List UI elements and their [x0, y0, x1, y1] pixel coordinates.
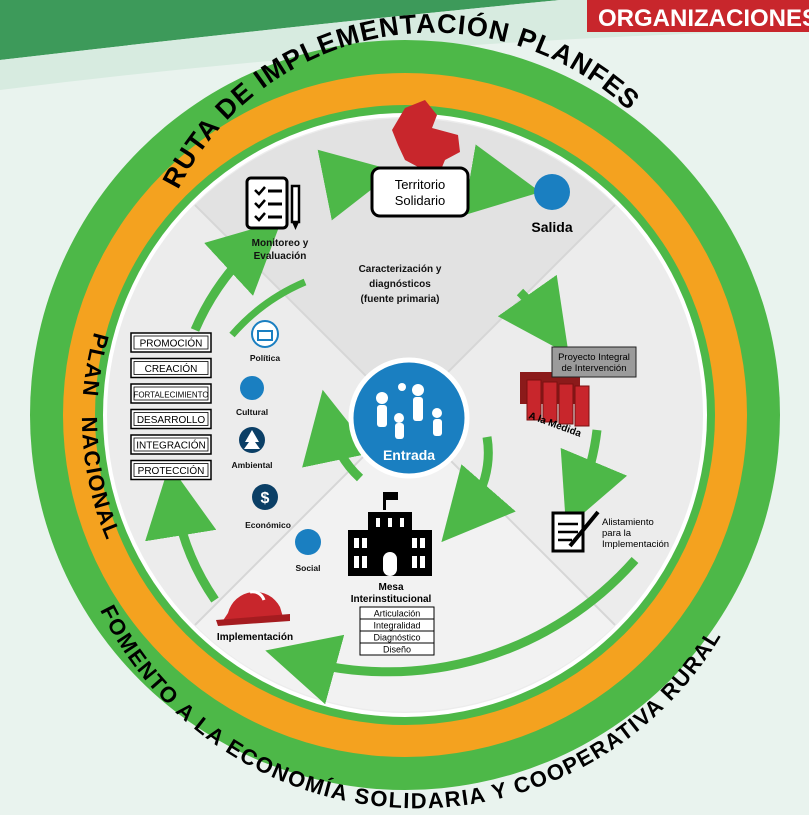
stage-box [130, 332, 212, 353]
background-swoosh [0, 0, 560, 60]
stage-label: PROTECCIÓN [138, 464, 205, 477]
entrada-label: Entrada [383, 447, 435, 463]
arrow-inner-swirl-right [441, 436, 516, 543]
arrow-implementacion-to-stages [145, 464, 219, 603]
dimension-label-3: Económico [245, 520, 291, 530]
dimension-label-2: Ambiental [231, 460, 272, 470]
mesa-item-label: Diagnóstico [373, 633, 420, 643]
monitoreo-label-2: Evaluación [254, 251, 307, 262]
caracterizacion-label-1: Caracterización y [359, 264, 442, 275]
stage-label: INTEGRACIÓN [136, 439, 205, 452]
arrow-proyecto-to-alistamiento [560, 429, 628, 529]
dollar-icon [252, 484, 278, 510]
stage-box-inner [133, 335, 209, 350]
document-pen-icon [551, 510, 600, 553]
stage-box [130, 408, 212, 430]
territorio-box [370, 166, 470, 218]
stage-box [130, 357, 212, 379]
alistamiento-label-1: Alistamiento [602, 517, 654, 528]
stage-label: FORTALECIMIENTO [133, 391, 208, 400]
stage-box-inner [133, 386, 209, 401]
entrada-circle [348, 357, 470, 479]
building-icon [348, 492, 432, 576]
arrow-inner-left [229, 278, 307, 338]
salida-dot [534, 174, 570, 210]
arrow-alistamiento-to-implementacion [265, 557, 639, 705]
stage-box [130, 383, 212, 404]
stage-label: DESARROLLO [137, 415, 206, 426]
group-icon [295, 529, 321, 555]
dimension-label-4: Social [295, 563, 320, 573]
corner-title: ORGANIZACIONES [598, 5, 809, 32]
stage-label: PROMOCIÓN [140, 337, 203, 350]
stage-box [130, 434, 212, 455]
dimension-label-0: Política [250, 353, 281, 363]
colombia-map-icon [392, 100, 460, 172]
salida-label: Salida [531, 219, 572, 235]
alistamiento-label-2: para la [602, 528, 632, 539]
alistamiento-label-3: Implementación [602, 539, 669, 550]
arrow-caracterizacion-to-proyecto [497, 274, 569, 355]
stages-list: PROMOCIÓN CREACIÓN FORTALECIMIENTO DESARROL… [130, 332, 212, 481]
implementacion-label: Implementación [217, 632, 293, 643]
territorio-label-1: Territorio [395, 177, 446, 192]
stage-box-inner [133, 412, 209, 426]
caracterizacion-label-2: diagnósticos [369, 279, 431, 290]
svg-text:$: $ [261, 490, 270, 507]
arrow-inner-swirl-left [302, 389, 373, 482]
people-icon [376, 383, 442, 439]
mesa-label-1: Mesa [378, 582, 403, 593]
ballot-box-icon [251, 320, 279, 348]
arrow-territorio-to-salida [463, 144, 541, 216]
arrow-monitoreo-to-territorio [317, 149, 396, 221]
mesa-item-label: Integralidad [373, 621, 420, 631]
stage-box-inner [133, 463, 209, 477]
stage-label: CREACIÓN [145, 362, 198, 375]
mesa-items-list: ArticulaciónIntegralidadDiagnósticoDiseñ… [359, 606, 435, 656]
mesa-item-label: Diseño [383, 645, 411, 655]
mesa-item-label: Articulación [374, 609, 421, 619]
dimension-label-1: Cultural [236, 407, 268, 417]
proyecto-label-2: de Intervención [562, 363, 627, 374]
dimensions: Política Cultural Ambiental $ Económico … [231, 320, 321, 573]
mesa-item-box [359, 642, 435, 656]
people-meeting-icon [240, 376, 264, 400]
caracterizacion-label-3: (fuente primaria) [361, 294, 440, 305]
stage-box-inner [133, 361, 209, 375]
proyecto-tooltip [551, 346, 637, 378]
corner-title-bg [587, 0, 809, 32]
checklist-icon [245, 176, 301, 230]
stage-box-inner [133, 437, 209, 452]
stage-box [130, 459, 212, 481]
mesa-label-2: Interinstitucional [351, 594, 432, 605]
proyecto-label-1: Proyecto Integral [558, 352, 630, 363]
hard-hat-icon [216, 590, 290, 626]
arrow-stages-to-monitoreo [190, 220, 282, 332]
territorio-label-2: Solidario [395, 193, 446, 208]
monitoreo-label-1: Monitoreo y [252, 238, 309, 249]
